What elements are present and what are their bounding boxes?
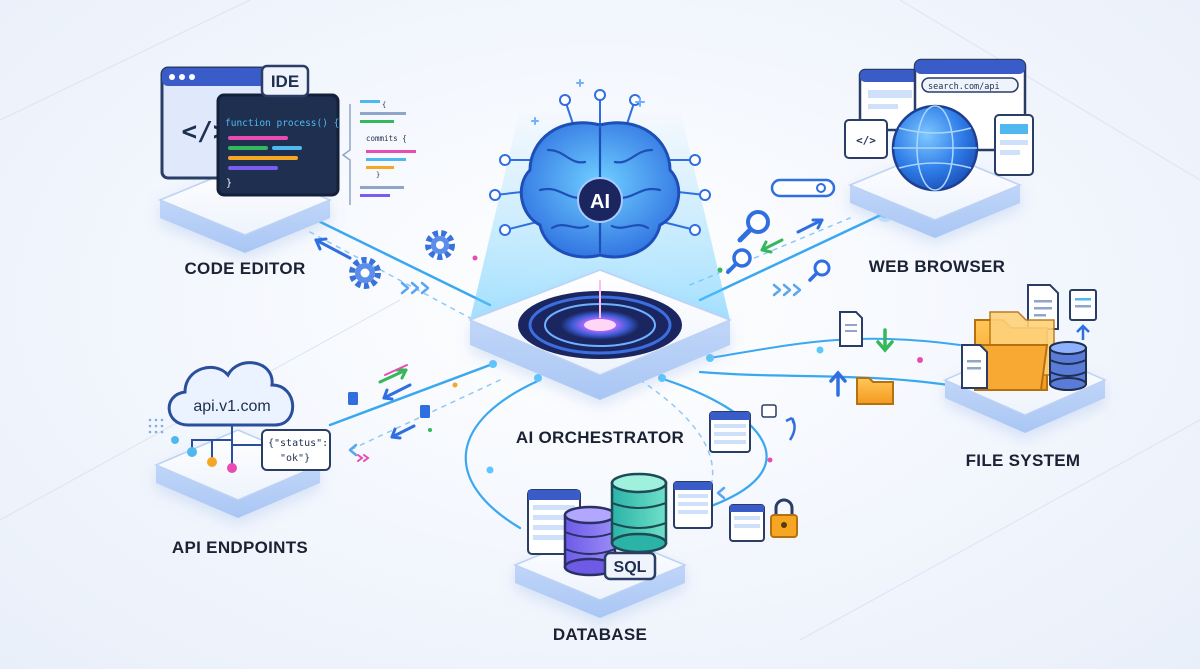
ide-tag: IDE	[260, 64, 310, 98]
ide-label: IDE	[271, 72, 299, 91]
database-cylinder-icon	[610, 472, 668, 554]
closing-brace: }	[226, 178, 232, 189]
globe-icon	[891, 104, 979, 192]
code-window-small: </>	[844, 119, 888, 159]
document-icon	[961, 344, 988, 389]
connection-lines	[298, 210, 992, 530]
code-snippet: { commits { }	[341, 100, 416, 205]
refresh-arrow-icon	[785, 416, 796, 441]
response-line-2: "ok"}	[280, 453, 310, 464]
snippet-open: {	[382, 101, 386, 109]
api-host-text: api.v1.com	[193, 398, 270, 415]
ai-badge-text: AI	[590, 191, 610, 213]
api-tree	[191, 425, 262, 465]
snippet-close: }	[376, 171, 380, 179]
status-response-box: {"status": "ok"}	[261, 429, 331, 471]
green-pink-arrows	[384, 364, 408, 376]
api-endpoints-node: api.v1.com {"status": "ok"} API ENDPOINT…	[148, 361, 331, 557]
ai-orchestrator-label: AI ORCHESTRATOR	[516, 428, 684, 447]
file-transfer-icons	[829, 311, 894, 405]
api-endpoints-label: API ENDPOINTS	[172, 538, 308, 557]
data-table-icon	[729, 504, 765, 542]
file-system-node: FILE SYSTEM	[943, 284, 1107, 470]
folder-icon	[973, 311, 1055, 391]
database-label: DATABASE	[553, 625, 647, 644]
database-node: SQL DATABASE	[513, 472, 687, 644]
browser-window-back	[858, 68, 922, 132]
search-bar-icon	[770, 178, 836, 198]
sql-badge: SQL	[603, 551, 657, 581]
code-editor-node: </> function process() { } IDE { commits…	[158, 64, 416, 278]
cloud-icon: api.v1.com	[167, 361, 295, 427]
gear-icon	[425, 230, 455, 260]
browser-code-symbol: </>	[856, 134, 876, 147]
response-line-1: {"status":	[268, 438, 328, 449]
pink-chevrons	[357, 454, 370, 462]
magnifier-icon	[737, 210, 770, 243]
data-table-icon	[709, 411, 751, 453]
function-text: function process() {	[225, 118, 339, 129]
lock-icon	[770, 498, 798, 538]
database-small-icon	[1049, 341, 1087, 391]
ai-brain-icon: AI	[489, 89, 711, 259]
data-table-icon	[673, 481, 713, 529]
dotted-grid	[148, 418, 164, 434]
browser-url: search.com/api	[928, 82, 1000, 92]
code-editor-label: CODE EDITOR	[184, 259, 305, 278]
sparkles	[531, 79, 645, 125]
small-doc-icons	[761, 404, 777, 418]
api-tree-nodes	[171, 436, 237, 473]
sql-label: SQL	[614, 559, 647, 576]
web-browser-label: WEB BROWSER	[869, 257, 1005, 276]
small-doc-icons	[348, 392, 430, 418]
document-icon	[1069, 289, 1097, 340]
magnifier-icon	[808, 259, 831, 282]
snippet-commits: commits {	[366, 134, 407, 143]
code-window-front: function process() { }	[216, 93, 340, 197]
web-browser-node: search.com/api </> WEB BROWSER	[844, 58, 1034, 276]
magnifier-icon	[726, 248, 752, 274]
data-arrows	[314, 218, 824, 440]
file-system-label: FILE SYSTEM	[966, 451, 1081, 470]
gear-icon	[349, 257, 381, 289]
flow-chevrons	[348, 281, 802, 500]
browser-window-side	[994, 114, 1034, 176]
